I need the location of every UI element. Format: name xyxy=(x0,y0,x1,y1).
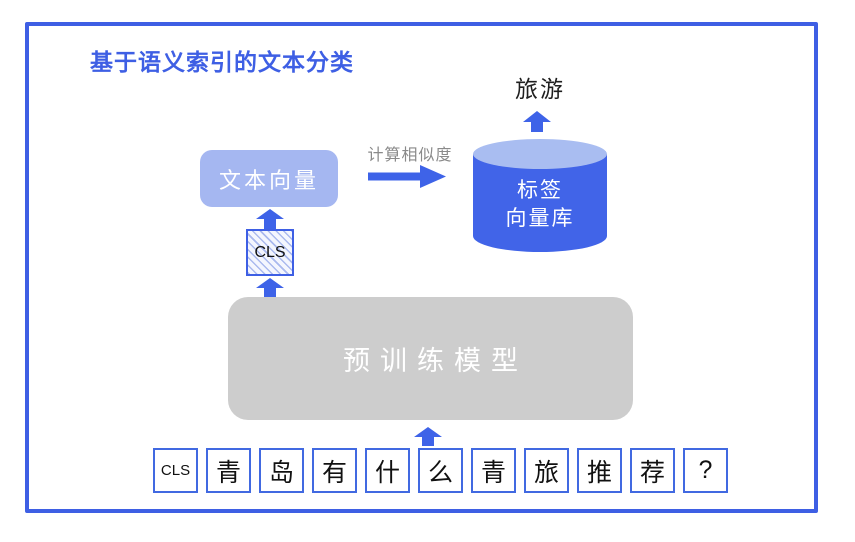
arrow-up-icon xyxy=(256,278,284,297)
similarity-edge-label: 计算相似度 xyxy=(367,147,453,164)
arrow-right-icon xyxy=(368,165,446,188)
token-box: 推 xyxy=(577,448,622,493)
token-box: 青 xyxy=(471,448,516,493)
token-box: 么 xyxy=(418,448,463,493)
label-store-line1: 标签 xyxy=(517,178,563,202)
arrow-up-icon xyxy=(256,209,284,229)
label-store-line2: 向量库 xyxy=(505,207,575,230)
text-vector-node: 文本向量 xyxy=(200,150,338,207)
token-box: ? xyxy=(683,448,728,493)
token-box: CLS xyxy=(153,448,198,493)
token-box: 青 xyxy=(206,448,251,493)
token-box: 旅 xyxy=(524,448,569,493)
token-box: 什 xyxy=(365,448,410,493)
token-box: 有 xyxy=(312,448,357,493)
prediction-label: 旅游 xyxy=(515,76,565,102)
arrow-up-icon xyxy=(523,111,551,132)
label-store-cylinder: 标签 向量库 xyxy=(473,139,607,252)
arrow-up-icon xyxy=(414,427,442,446)
pretrained-model-node: 预训练模型 xyxy=(228,297,633,420)
cls-node: CLS xyxy=(246,229,294,276)
token-box: 岛 xyxy=(259,448,304,493)
cylinder-shape xyxy=(473,139,607,252)
diagram-frame xyxy=(25,22,818,513)
label-store-label: 标签 向量库 xyxy=(473,165,607,245)
diagram-title: 基于语义索引的文本分类 xyxy=(90,49,354,75)
token-box: 荐 xyxy=(630,448,675,493)
